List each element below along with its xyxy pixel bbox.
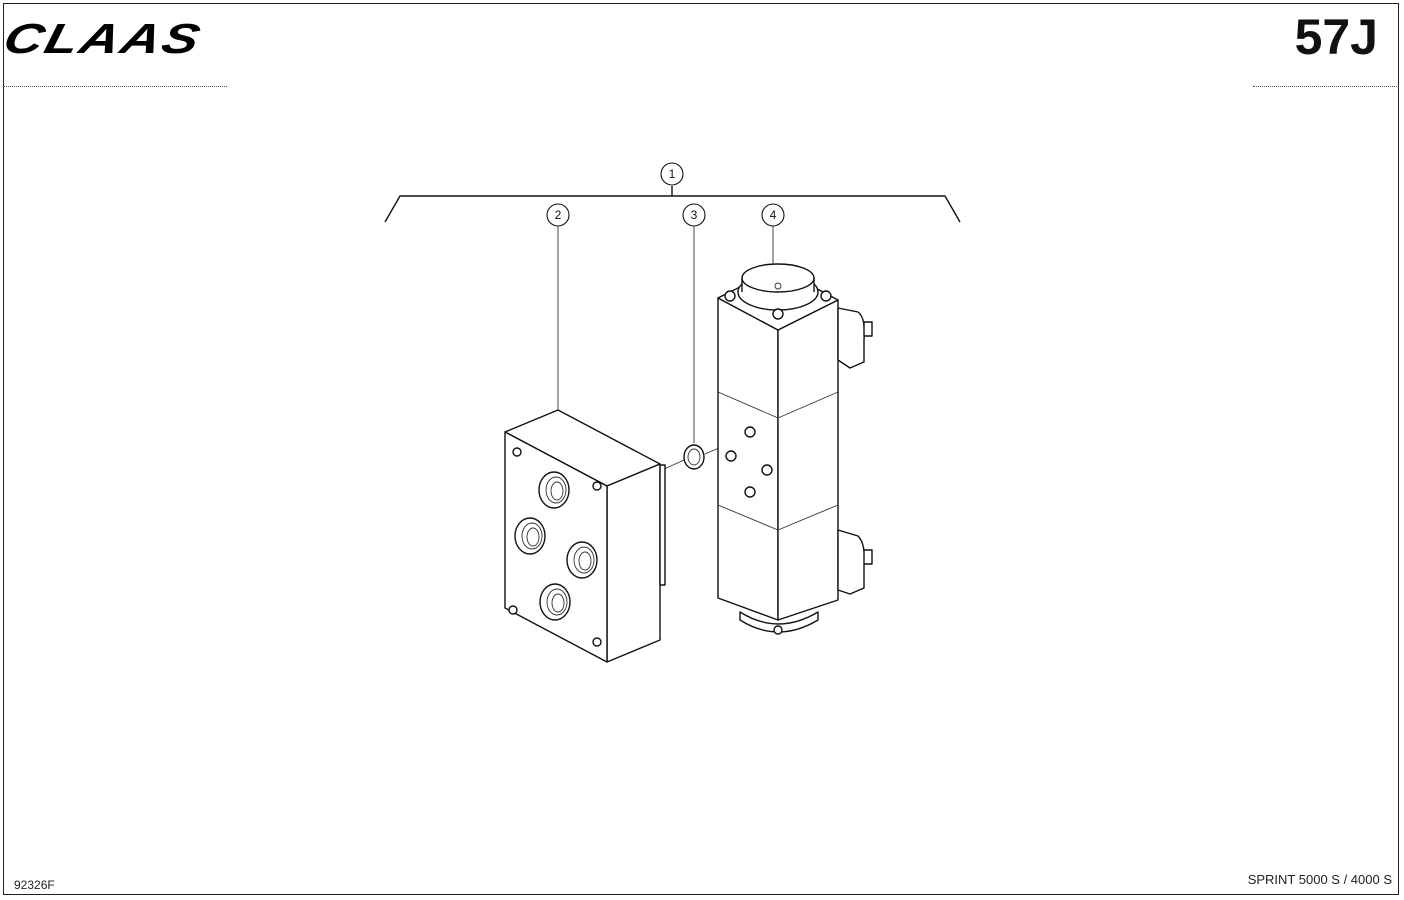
callout-2-label: 2 (555, 208, 562, 222)
threaded-port (538, 471, 570, 509)
callout-1-label: 1 (669, 167, 676, 181)
callout-3-label: 3 (691, 208, 698, 222)
threaded-port (539, 583, 571, 621)
callout-2: 2 (546, 203, 570, 227)
threaded-port (514, 517, 546, 555)
page-code-divider (1253, 86, 1399, 87)
callout-3: 3 (682, 203, 706, 227)
model-name: SPRINT 5000 S / 4000 S (1247, 872, 1392, 887)
manifold-plate (504, 409, 666, 663)
document-number: 92326F (14, 878, 55, 892)
logo-divider (3, 86, 227, 87)
callout-4: 4 (761, 203, 785, 227)
page-frame (3, 3, 1399, 895)
solenoid-valve (717, 263, 873, 635)
callout-4-label: 4 (770, 208, 777, 222)
callout-1: 1 (660, 162, 684, 186)
threaded-port (566, 541, 598, 579)
assembly-bracket (384, 186, 961, 223)
o-ring-seal (683, 444, 705, 470)
page-code: 57J (1294, 9, 1378, 65)
leader-lines (557, 226, 774, 471)
